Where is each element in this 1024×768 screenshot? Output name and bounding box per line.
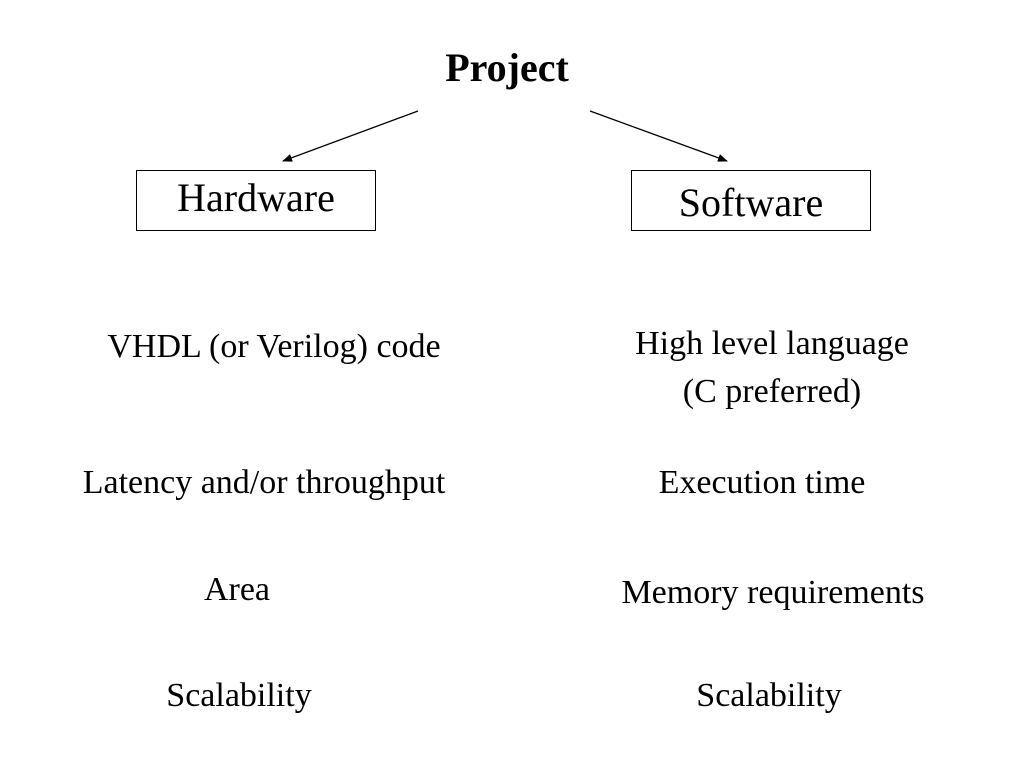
hardware-item-code: VHDL (or Verilog) code	[107, 328, 441, 365]
hardware-item-area: Area	[203, 571, 271, 608]
arrow-to-hardware	[282, 110, 419, 162]
hardware-item-scalability: Scalability	[166, 677, 312, 714]
software-item-memory: Memory requirements	[621, 574, 925, 611]
hardware-item-latency: Latency and/or throughput	[82, 464, 446, 501]
software-item-execution-time: Execution time	[658, 464, 866, 501]
hardware-label: Hardware	[177, 175, 335, 220]
diagram-title: Project	[445, 45, 569, 90]
arrow-to-software	[589, 110, 728, 162]
software-item-scalability: Scalability	[696, 677, 842, 714]
software-item-language: High level language	[635, 325, 909, 362]
hardware-box: Hardware	[136, 170, 376, 231]
software-item-language-note: (C preferred)	[682, 373, 862, 410]
software-box: Software	[631, 170, 871, 231]
software-label: Software	[678, 180, 824, 225]
